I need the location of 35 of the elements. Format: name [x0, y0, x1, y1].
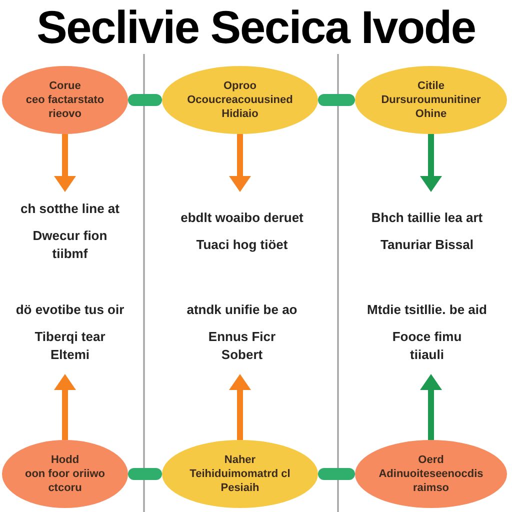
arrow [229, 374, 251, 440]
connector [318, 468, 355, 480]
step-heading: ch sotthe line at [20, 201, 120, 217]
ellipse-text: Adinuoiteseenocdis raimso [378, 467, 484, 495]
ellipse-text: Ocoucreacouusined Hidiaio [186, 93, 294, 121]
ellipse-heading: Hodd [50, 453, 80, 467]
arrow [420, 134, 442, 192]
step-description: Tuaci hog tiöet [196, 236, 288, 254]
connector [318, 94, 355, 106]
ellipse-heading: Citile [418, 79, 444, 93]
step-heading: atndk unifie be ao [186, 302, 298, 318]
arrow [420, 374, 442, 440]
ellipse-heading: Oerd [418, 453, 444, 467]
ellipse-text: ceo factarstato rieovo [24, 93, 106, 121]
step-heading: ebdlt woaibo deruet [180, 210, 304, 226]
step-heading: Mtdie tsitllie. be aid [367, 302, 487, 318]
arrow [54, 374, 76, 440]
step-heading: dö evotibe tus oir [16, 302, 124, 318]
ellipse-heading: Corue [49, 79, 81, 93]
ellipse-heading: Naher [224, 453, 256, 467]
connector [128, 468, 162, 480]
step-description: Fooce fimu tiiauli [391, 328, 463, 364]
step-heading: Bhch taillie lea art [371, 210, 483, 226]
arrow [229, 134, 251, 192]
connector [128, 94, 162, 106]
ellipse-text: Teihiduimomatrd cl Pesiaih [188, 467, 292, 495]
diagram-title: Seclivie Secica Ivode [36, 2, 476, 52]
arrow [54, 134, 76, 192]
step-description: Tiberqi tear Eltemi [34, 328, 106, 364]
step-description: Dwecur fion tiibmf [32, 227, 108, 263]
ellipse-text: Dursuroumunitiner Ohine [380, 93, 482, 121]
step-description: Tanuriar Bissal [380, 236, 474, 254]
ellipse-heading: Oproo [224, 79, 256, 93]
ellipse-text: oon foor oriiwo ctcoru [24, 467, 106, 495]
step-description: Ennus Ficr Sobert [207, 328, 277, 364]
